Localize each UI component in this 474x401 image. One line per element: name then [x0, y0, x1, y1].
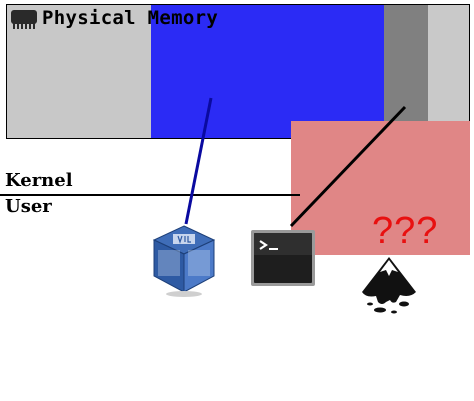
memory-title: Physical Memory	[42, 7, 219, 29]
memory-segment-free	[428, 5, 469, 138]
inkscape-icon	[362, 257, 416, 314]
kernel-user-divider	[0, 194, 300, 196]
terminal-icon	[251, 230, 315, 286]
virtualbox-icon	[152, 225, 216, 297]
memory-segment-terminal	[384, 5, 428, 138]
unknown-question-label: ???	[372, 210, 439, 252]
kernel-label: Kernel	[5, 170, 73, 191]
ram-chip-icon	[11, 10, 37, 29]
user-label: User	[5, 196, 52, 217]
